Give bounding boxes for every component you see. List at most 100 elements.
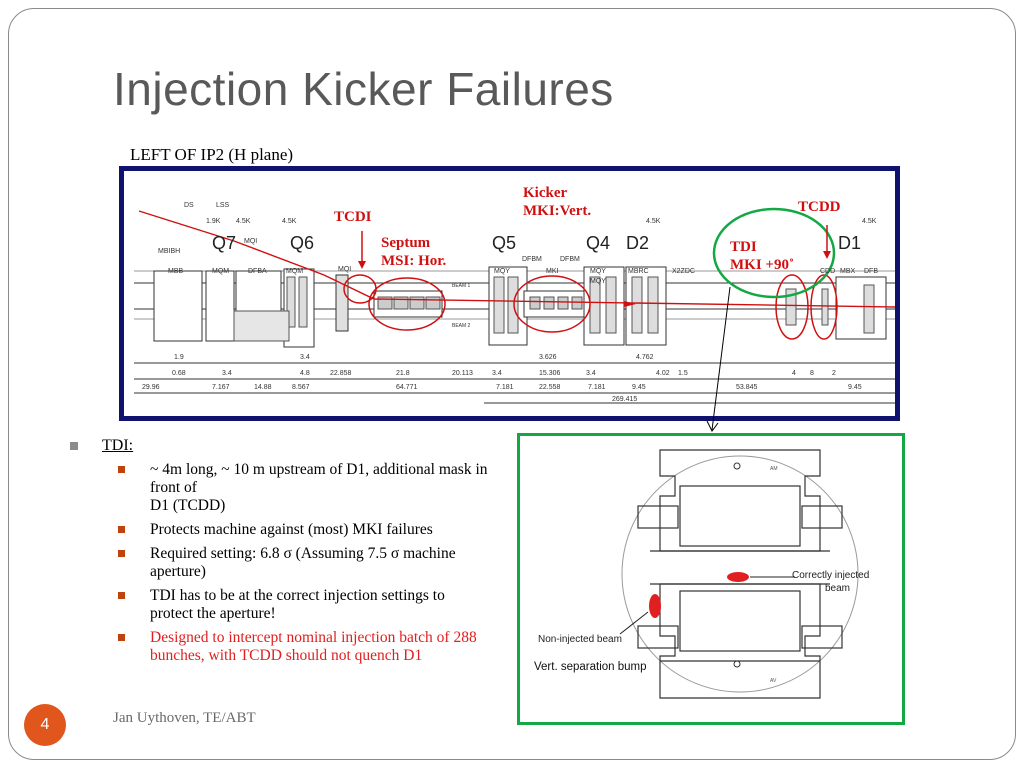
bullet-list: TDI: ~ 4m long, ~ 10 m upstream of D1, a… (70, 437, 490, 671)
label-mqm-1: MQM (212, 268, 229, 275)
bullet-main-text: TDI: (102, 437, 134, 454)
label-noninjected: Non-injected beam (538, 634, 622, 645)
label-q5: Q5 (492, 233, 516, 253)
label-mbb: MBB (168, 268, 184, 275)
label-mqm-2: MQM (286, 268, 303, 275)
annot-kicker: Kicker MKI:Vert. (523, 184, 591, 220)
label-mki: MKI (546, 268, 559, 275)
sub-bullet-4-text: Designed to intercept nominal injection … (150, 629, 477, 664)
dim-r3-6: 22.558 (539, 384, 561, 391)
label-lss: LSS (216, 202, 230, 209)
dim-r2-11: 4 (792, 370, 796, 377)
label-correct-line2: beam (825, 583, 850, 594)
label-bump: Vert. separation bump (534, 661, 647, 673)
label-mbibh: MBIBH (158, 248, 180, 255)
sub-bullet-3: TDI has to be at the correct injection s… (118, 587, 490, 623)
sub-bullet-0-line2: D1 (TCDD) (150, 497, 226, 514)
label-dfba: DFBA (248, 268, 267, 275)
label-beam-1: BEAM 1 (452, 283, 471, 289)
diagram-subtitle: LEFT OF IP2 (H plane) (130, 145, 294, 164)
annot-tcdi: TCDI (334, 209, 372, 225)
beamline-drawing: DS LSS 1.9K 4.5K 4.5K 4.5K 4.5K Q7 Q6 Q5… (134, 202, 895, 404)
dim-r2-12: 8 (810, 370, 814, 377)
beamline-diagram: DS LSS 1.9K 4.5K 4.5K 4.5K 4.5K Q7 Q6 Q5… (119, 166, 900, 421)
dim-r2-3: 22.858 (330, 370, 352, 377)
dim-r3-8: 9.45 (632, 384, 646, 391)
dim-r3-0: 29.96 (142, 384, 160, 391)
dim-r2-8: 3.4 (586, 370, 596, 377)
sub-bullet-4: Designed to intercept nominal injection … (118, 629, 490, 665)
label-mqi-2: MQI (338, 266, 351, 273)
annot-tdi-line1: TDI (730, 239, 757, 255)
dim-r1-2: 3.626 (539, 354, 557, 361)
dim-r1-0: 1.9 (174, 354, 184, 361)
annot-septum-line1: Septum (381, 235, 431, 251)
label-temp-0: 1.9K (206, 218, 221, 225)
label-d1: D1 (838, 233, 861, 253)
sub-bullet-marker (118, 466, 125, 473)
label-mqy-1: MQY (494, 268, 510, 275)
label-mbx: MBX (840, 268, 856, 275)
label-temp-3: 4.5K (646, 218, 661, 225)
label-dfbm-2: DFBM (560, 256, 580, 263)
annot-kicker-line1: Kicker (523, 185, 568, 201)
page-number-badge: 4 (24, 704, 66, 746)
dim-r2-7: 15.306 (539, 370, 561, 377)
dim-r2-4: 21.8 (396, 370, 410, 377)
label-mbrc: MBRC (628, 268, 649, 275)
annot-tcdd: TCDD (798, 199, 841, 215)
dim-r3-10: 9.45 (848, 384, 862, 391)
dim-r2-2: 4.8 (300, 370, 310, 377)
dim-r2-9: 4.02 (656, 370, 670, 377)
dim-r2-0: 0.68 (172, 370, 186, 377)
sub-bullet-1: Protects machine against (most) MKI fail… (118, 521, 490, 539)
label-x2zdc: X2ZDC (672, 268, 695, 275)
bullet-marker (70, 442, 78, 450)
label-beam-2: BEAM 2 (452, 323, 471, 329)
dim-r3-9: 53.845 (736, 384, 758, 391)
dim-r3-2: 14.88 (254, 384, 272, 391)
bullet-main: TDI: (70, 437, 490, 455)
sub-bullet-2: Required setting: 6.8 σ (Assuming 7.5 σ … (118, 545, 490, 581)
dim-r3-3: 8.567 (292, 384, 310, 391)
label-dfb: DFB (864, 268, 878, 275)
dim-r3-4: 64.771 (396, 384, 418, 391)
label-temp-4: 4.5K (862, 218, 877, 225)
sub-bullet-0-text: ~ 4m long, ~ 10 m upstream of D1, additi… (150, 461, 488, 496)
dim-r3-7: 7.181 (588, 384, 606, 391)
label-cdd: CDD (820, 268, 835, 275)
tdi-cross-section-inset: Correctly injected beam Non-injected bea… (517, 433, 905, 725)
sub-bullet-3-text: TDI has to be at the correct injection s… (150, 587, 445, 622)
dim-r3-1: 7.167 (212, 384, 230, 391)
annot-tdi: TDI MKI +90˚ (730, 238, 794, 274)
sub-bullet-0: ~ 4m long, ~ 10 m upstream of D1, additi… (118, 461, 490, 515)
tdi-cross-section-drawing: Correctly injected beam Non-injected bea… (534, 449, 869, 699)
label-q6: Q6 (290, 233, 314, 253)
sub-bullet-1-text: Protects machine against (most) MKI fail… (150, 521, 433, 538)
slide-title: Injection Kicker Failures (113, 63, 614, 115)
label-mqy-3: MQY (590, 278, 606, 285)
dim-r2-5: 20.113 (452, 370, 473, 377)
dim-r1-1: 3.4 (300, 354, 310, 361)
annot-kicker-line2: MKI:Vert. (523, 203, 592, 219)
sub-bullet-marker (118, 592, 125, 599)
sub-bullet-marker (118, 526, 125, 533)
dim-r2-10: 1.5 (678, 370, 688, 377)
dim-total: 269.415 (612, 396, 637, 403)
label-corner-bottom: AV (770, 678, 777, 684)
label-q4: Q4 (586, 233, 610, 253)
label-corner-top: AM (770, 466, 778, 472)
sub-bullet-marker (118, 634, 125, 641)
dim-r2-6: 3.4 (492, 370, 502, 377)
label-correct-line1: Correctly injected (792, 570, 869, 581)
dim-r2-1: 3.4 (222, 370, 232, 377)
sub-bullet-marker (118, 550, 125, 557)
label-dfbm-1: DFBM (522, 256, 542, 263)
slide-footer: Jan Uythoven, TE/ABT (113, 710, 256, 726)
label-ds: DS (184, 202, 194, 209)
label-mqy-2: MQY (590, 268, 606, 275)
label-mqi-1: MQI (244, 238, 257, 245)
dim-r1-3: 4.762 (636, 354, 654, 361)
sub-bullet-2-text: Required setting: 6.8 σ (Assuming 7.5 σ … (150, 545, 456, 580)
annot-septum: Septum MSI: Hor. (381, 234, 446, 270)
